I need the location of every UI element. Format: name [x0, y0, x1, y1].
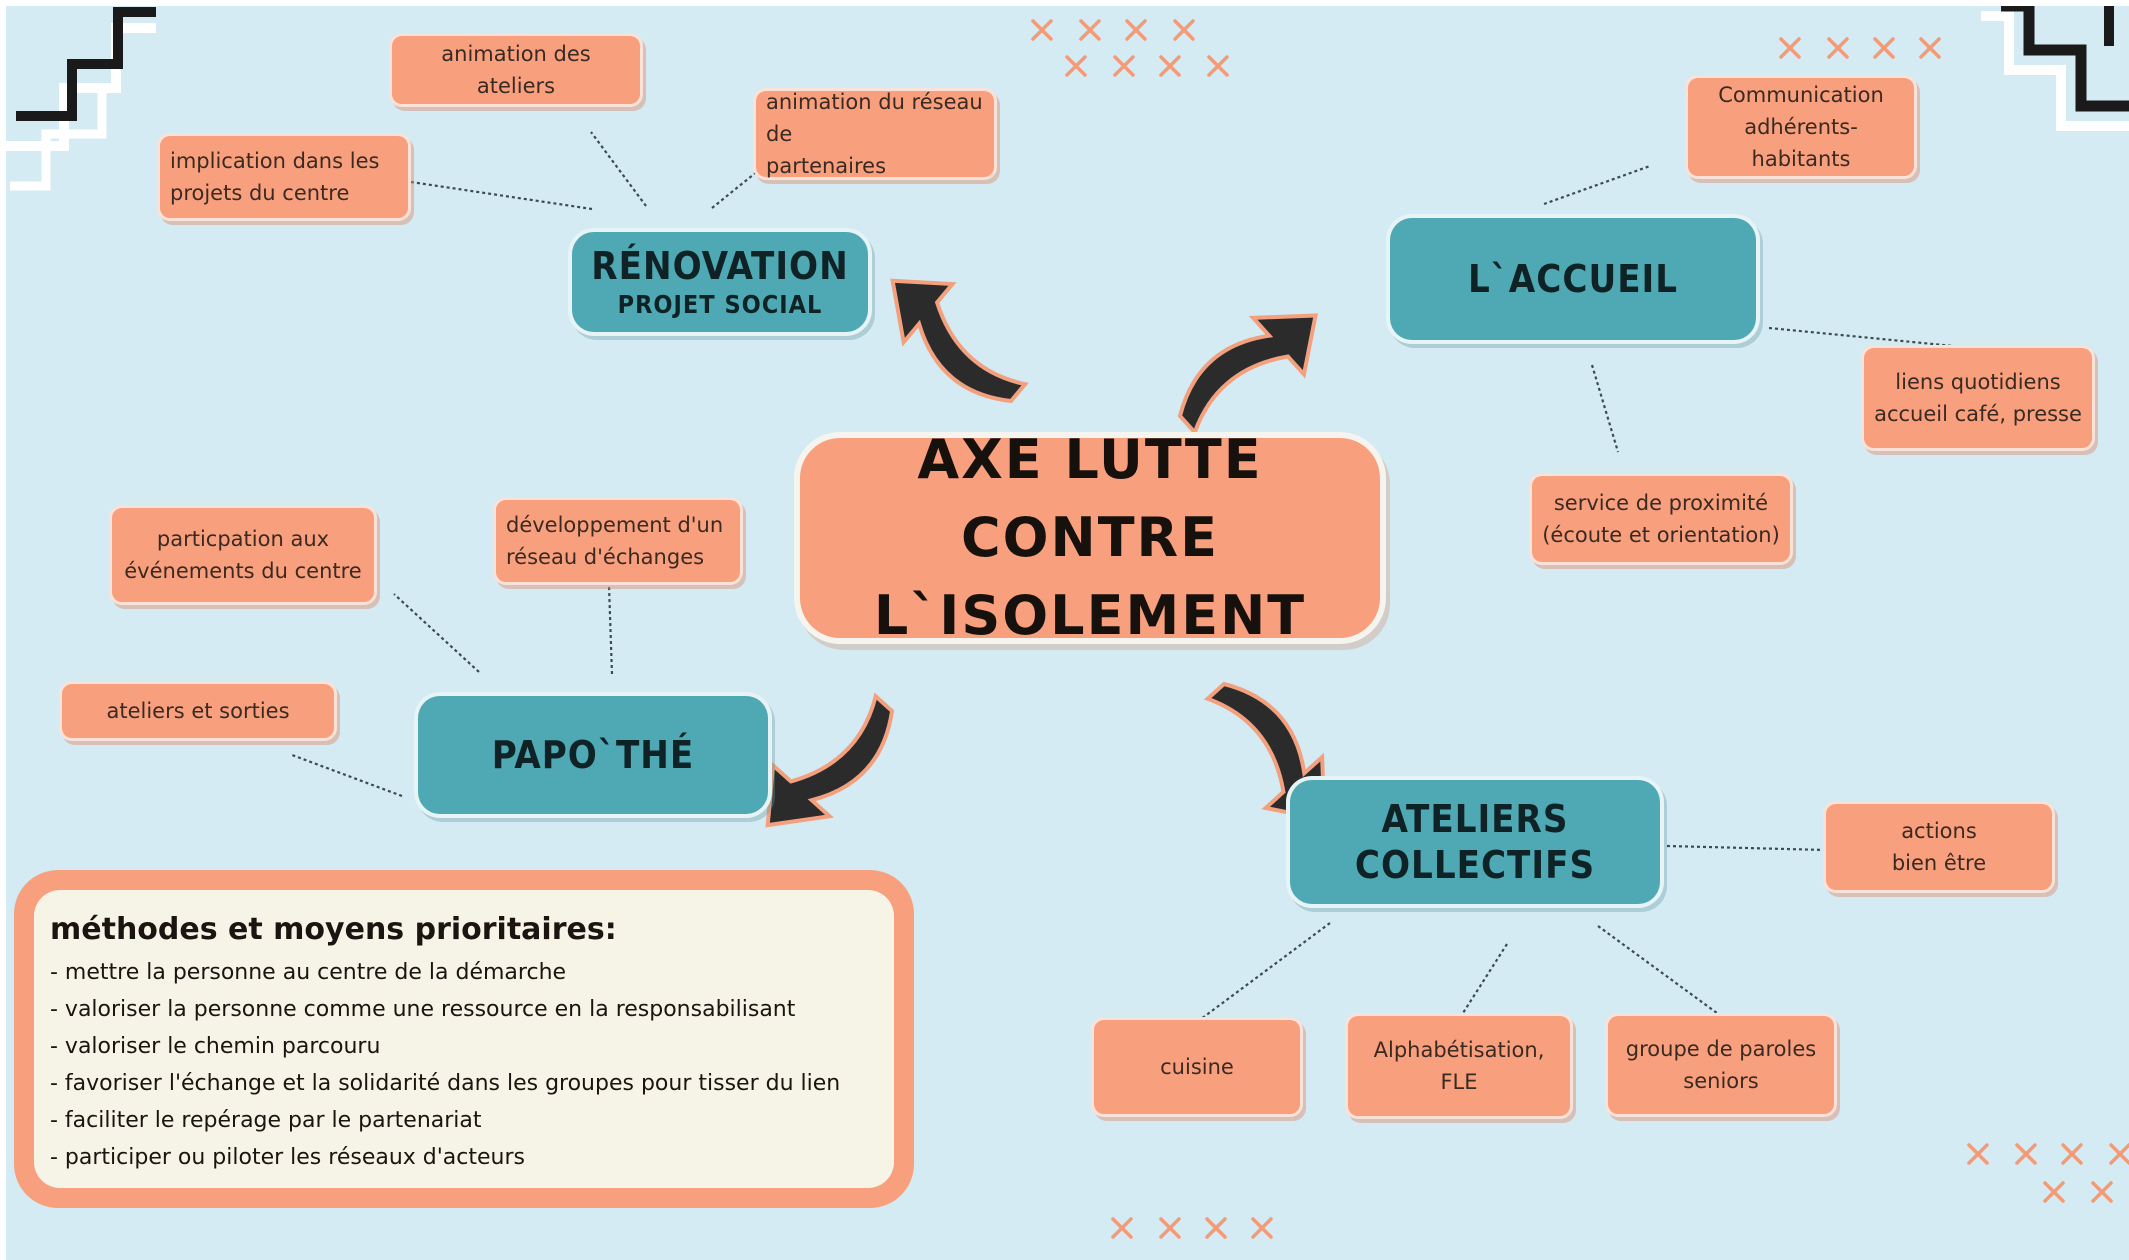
node-animation-reseau-line1: animation du réseau de: [766, 90, 983, 146]
node-animation-reseau-line2: partenaires: [766, 154, 887, 178]
cross-mark: [1159, 55, 1181, 77]
methods-title: méthodes et moyens prioritaires:: [50, 912, 617, 947]
hub-accueil-title: L`ACCUEIL: [1467, 257, 1679, 301]
cross-mark: [1919, 37, 1941, 59]
cross-mark: [1967, 1143, 1989, 1165]
node-communication: Communication adhérents- habitants: [1688, 78, 1914, 176]
method-item: - favoriser l'échange et la solidarité d…: [50, 1071, 841, 1096]
methods-panel: méthodes et moyens prioritaires: - mettr…: [14, 870, 914, 1208]
cross-mark: [1113, 55, 1135, 77]
hub-renovation-title: RÉNOVATION: [591, 244, 849, 288]
node-liens-quotidiens: liens quotidiens accueil café, presse: [1864, 348, 2092, 448]
mind-map-canvas: animation des ateliers implication dans …: [6, 6, 2129, 1260]
central-node: AXE LUTTE CONTRE L`ISOLEMENT: [800, 428, 1380, 647]
method-item: - valoriser la personne comme une ressou…: [50, 997, 796, 1022]
cross-mark: [1159, 1217, 1181, 1239]
node-communication-line2: adhérents- habitants: [1744, 115, 1858, 171]
hub-ateliers-collectifs: ATELIERS COLLECTIFS: [1290, 780, 1660, 904]
methods-panel-inner: méthodes et moyens prioritaires: - mettr…: [34, 890, 894, 1188]
method-item: - participer ou piloter les réseaux d'ac…: [50, 1145, 525, 1170]
hub-ateliers-line2: COLLECTIFS: [1354, 843, 1596, 887]
cross-mark: [1125, 19, 1147, 41]
node-actions-line1: actions: [1901, 819, 1977, 843]
node-cuisine-label: cuisine: [1160, 1055, 1234, 1079]
node-developpement-reseau: développement d'un réseau d'échanges: [496, 500, 740, 582]
node-groupe-paroles: groupe de paroles seniors: [1608, 1016, 1834, 1114]
node-liens-line2: accueil café, presse: [1874, 402, 2082, 426]
cross-mark: [2091, 1181, 2113, 1203]
node-implication-projets: implication dans les projets du centre: [160, 136, 408, 218]
central-node-line2: L`ISOLEMENT: [873, 584, 1307, 647]
hub-accueil: L`ACCUEIL: [1390, 218, 1756, 340]
method-item: - valoriser le chemin parcouru: [50, 1034, 381, 1059]
hub-ateliers-line1: ATELIERS: [1381, 797, 1569, 841]
node-actions-bien-etre: actions bien être: [1826, 804, 2052, 890]
node-alphabetisation: Alphabétisation, FLE: [1348, 1016, 1570, 1116]
node-alpha-line1: Alphabétisation,: [1373, 1038, 1545, 1062]
cross-mark: [1205, 1217, 1227, 1239]
node-actions-line2: bien être: [1891, 851, 1987, 875]
central-node-line1: AXE LUTTE CONTRE: [917, 428, 1263, 569]
node-animation-reseau: animation du réseau de partenaires: [756, 90, 994, 178]
node-service-proximite: service de proximité (écoute et orientat…: [1532, 476, 1790, 562]
node-alpha-line2: FLE: [1440, 1070, 1478, 1094]
cross-mark: [1065, 55, 1087, 77]
node-service-line1: service de proximité: [1553, 491, 1769, 515]
node-participation-line2: événements du centre: [124, 559, 362, 583]
node-animation-ateliers-label: animation des ateliers: [441, 42, 591, 98]
node-participation-line1: particpation aux: [156, 527, 330, 551]
node-groupe-line2: seniors: [1683, 1069, 1759, 1093]
node-implication-line1: implication dans les: [170, 149, 380, 173]
node-implication-line2: projets du centre: [170, 181, 350, 205]
node-participation-evenements: particpation aux événements du centre: [112, 508, 374, 602]
cross-mark: [2043, 1181, 2065, 1203]
method-item: - mettre la personne au centre de la dém…: [50, 960, 567, 985]
cross-mark: [2015, 1143, 2037, 1165]
node-communication-line1: Communication: [1718, 83, 1884, 107]
arrow-to-renovation: [890, 278, 1029, 404]
cross-mark: [2109, 1143, 2129, 1165]
node-ateliers-sorties-label: ateliers et sorties: [106, 699, 290, 723]
hub-renovation-subtitle: PROJET SOCIAL: [617, 290, 823, 319]
hub-papothe-title: PAPO`THÉ: [491, 733, 695, 777]
hub-renovation: RÉNOVATION PROJET SOCIAL: [572, 232, 868, 332]
cross-mark: [1111, 1217, 1133, 1239]
cross-mark: [1173, 19, 1195, 41]
hub-papothe: PAPO`THÉ: [418, 696, 768, 814]
node-groupe-line1: groupe de paroles: [1625, 1037, 1817, 1061]
cross-mark: [1827, 37, 1849, 59]
cross-mark: [1779, 37, 1801, 59]
method-item: - faciliter le repérage par le partenari…: [50, 1108, 482, 1133]
node-developpement-line2: réseau d'échanges: [506, 545, 705, 569]
cross-mark: [1873, 37, 1895, 59]
node-animation-ateliers: animation des ateliers: [392, 36, 640, 104]
node-service-line2: (écoute et orientation): [1542, 523, 1780, 547]
cross-mark: [2061, 1143, 2083, 1165]
corner-zigzag-top-right: [1981, 6, 2129, 131]
cross-mark: [1207, 55, 1229, 77]
node-developpement-line1: développement d'un: [506, 513, 724, 537]
cross-mark: [1031, 19, 1053, 41]
cross-mark: [1079, 19, 1101, 41]
node-cuisine: cuisine: [1094, 1020, 1300, 1114]
node-ateliers-sorties: ateliers et sorties: [62, 684, 334, 738]
cross-mark: [1251, 1217, 1273, 1239]
node-liens-line1: liens quotidiens: [1895, 370, 2061, 394]
